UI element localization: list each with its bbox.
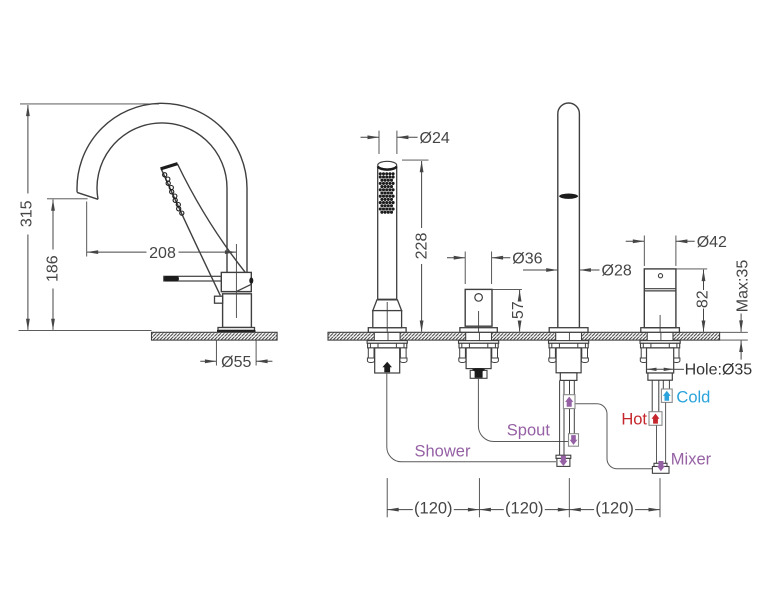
svg-text:57: 57: [510, 301, 527, 319]
svg-text:Shower: Shower: [415, 442, 471, 460]
svg-text:315: 315: [18, 200, 35, 227]
svg-text:(120): (120): [414, 500, 453, 518]
svg-text:228: 228: [414, 233, 431, 260]
svg-text:82: 82: [694, 290, 711, 308]
svg-text:186: 186: [44, 255, 61, 282]
svg-text:Cold: Cold: [676, 389, 710, 407]
svg-text:Ø42: Ø42: [697, 234, 727, 251]
svg-text:Ø36: Ø36: [512, 250, 542, 267]
svg-text:208: 208: [149, 245, 176, 262]
svg-text:Ø28: Ø28: [602, 263, 632, 280]
svg-text:Hot: Hot: [621, 410, 647, 428]
svg-text:Hole:Ø35: Hole:Ø35: [685, 361, 753, 378]
svg-text:Spout: Spout: [507, 421, 551, 439]
svg-text:Ø24: Ø24: [420, 130, 450, 147]
svg-text:Ø55: Ø55: [221, 354, 251, 371]
svg-text:(120): (120): [595, 500, 634, 518]
svg-text:Max:35: Max:35: [734, 260, 751, 313]
svg-text:Mixer: Mixer: [671, 450, 712, 468]
svg-text:(120): (120): [505, 500, 544, 518]
